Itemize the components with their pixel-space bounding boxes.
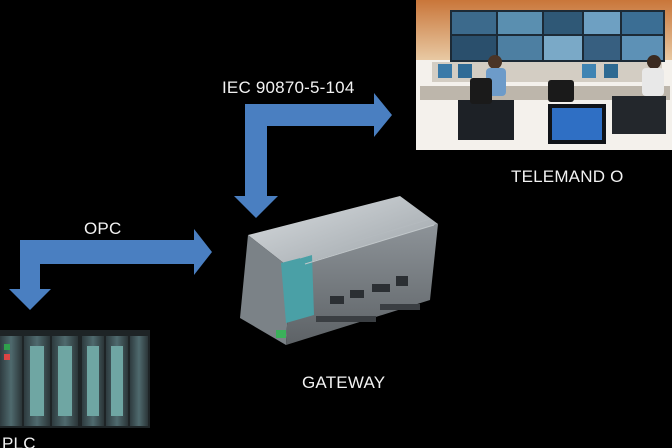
protocol-label-opc: OPC [84, 219, 122, 238]
control-room-image [416, 0, 672, 150]
plc-rack-image [0, 330, 150, 428]
gateway-label: GATEWAY [302, 373, 386, 392]
control-room-label: TELEMAND O [511, 167, 624, 186]
arrow-opc-link [9, 229, 212, 310]
plc-label: PLC [2, 434, 36, 448]
protocol-label-iec: IEC 90870-5-104 [222, 78, 355, 97]
arrow-iec-link [234, 93, 392, 218]
gateway-device-image [240, 196, 438, 345]
